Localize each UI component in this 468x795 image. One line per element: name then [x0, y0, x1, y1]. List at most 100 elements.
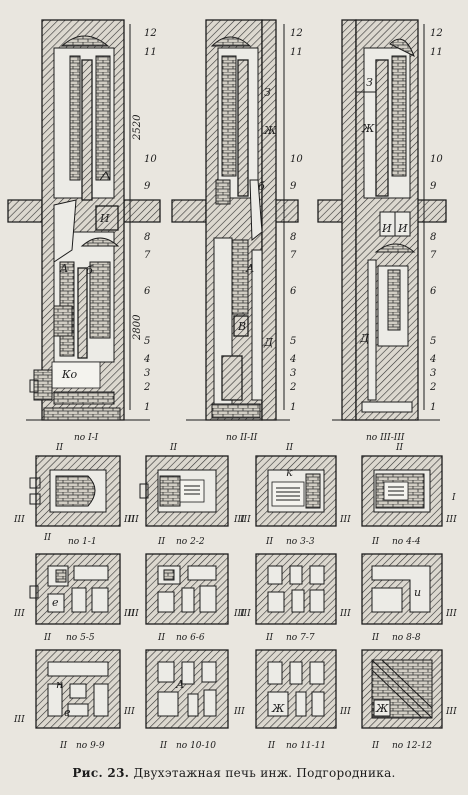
- svg-text:II: II: [157, 633, 166, 643]
- svg-text:по 6-6: по 6-6: [176, 633, 205, 643]
- svg-text:Д: Д: [263, 336, 274, 349]
- svg-text:8: 8: [144, 232, 150, 243]
- svg-text:III: III: [233, 515, 245, 525]
- svg-text:5: 5: [430, 336, 436, 347]
- svg-text:III: III: [13, 715, 25, 725]
- svg-text:III: III: [127, 609, 139, 619]
- plan-3-3: II к III III II по 3-3: [239, 443, 351, 547]
- svg-text:З: З: [264, 86, 271, 99]
- svg-text:по 4-4: по 4-4: [392, 537, 421, 547]
- svg-text:6: 6: [144, 286, 151, 297]
- figure-number: Рис. 23.: [72, 766, 130, 780]
- elevation-scale: 12 11 10 9 8 7 6 5 4 3 2 1: [289, 28, 303, 413]
- svg-text:б: б: [258, 180, 265, 193]
- elevation-scale: 12 11 10 9 8 7 6 5 4 3 2 1: [429, 28, 443, 413]
- svg-text:III: III: [233, 707, 245, 717]
- svg-text:1: 1: [430, 402, 436, 413]
- svg-text:по 1-1: по 1-1: [68, 537, 97, 547]
- plan-2-2: II III III II по 2-2: [127, 443, 245, 547]
- plan-8-8: и III II по 8-8: [361, 553, 457, 643]
- svg-text:II: II: [267, 741, 276, 751]
- svg-text:е: е: [52, 596, 59, 609]
- label-a: А: [59, 262, 68, 275]
- svg-text:И: И: [397, 222, 408, 235]
- figure-title: Двухэтажная печь инж. Подгородника.: [133, 766, 396, 780]
- svg-text:II: II: [371, 741, 380, 751]
- plan-6-6: III III II по 6-6: [127, 553, 245, 643]
- svg-text:4: 4: [429, 354, 436, 365]
- svg-text:III: III: [445, 707, 457, 717]
- svg-text:и: и: [414, 586, 421, 599]
- svg-text:по 7-7: по 7-7: [286, 633, 315, 643]
- svg-text:по 12-12: по 12-12: [392, 741, 432, 751]
- svg-text:по 3-3: по 3-3: [286, 537, 315, 547]
- svg-text:III: III: [339, 707, 351, 717]
- svg-text:12: 12: [144, 28, 157, 39]
- svg-text:II: II: [169, 443, 178, 453]
- svg-text:В: В: [237, 320, 246, 333]
- svg-text:4: 4: [289, 354, 296, 365]
- svg-text:2: 2: [429, 382, 436, 393]
- svg-text:11: 11: [430, 47, 443, 58]
- svg-text:3: 3: [290, 368, 296, 379]
- elevation-2-2: З Ж б А В Д 12 11 10 9 8 7 6 5 4 3 2 1 п…: [171, 19, 303, 443]
- svg-text:II: II: [43, 633, 52, 643]
- svg-text:Ж: Ж: [375, 702, 389, 715]
- svg-text:8: 8: [430, 232, 436, 243]
- svg-text:II: II: [59, 741, 68, 751]
- svg-text:9: 9: [144, 181, 151, 192]
- label-i: И: [99, 212, 110, 225]
- svg-text:9: 9: [290, 181, 297, 192]
- svg-text:Ж: Ж: [271, 702, 285, 715]
- svg-text:А: А: [245, 262, 254, 275]
- svg-text:9: 9: [430, 181, 437, 192]
- svg-text:8: 8: [290, 232, 296, 243]
- svg-text:III: III: [239, 515, 251, 525]
- svg-text:И: И: [381, 222, 392, 235]
- svg-text:по 10-10: по 10-10: [176, 741, 216, 751]
- svg-text:6: 6: [290, 286, 297, 297]
- svg-text:1: 1: [144, 402, 150, 413]
- svg-text:по 9-9: по 9-9: [76, 741, 105, 751]
- plan-11-11: Ж III II по 11-11: [255, 649, 351, 751]
- figure-caption: Рис. 23. Двухэтажная печь инж. Подгородн…: [0, 766, 468, 780]
- svg-text:II: II: [43, 533, 52, 543]
- svg-text:II: II: [265, 633, 274, 643]
- svg-text:Ж: Ж: [263, 124, 277, 137]
- svg-text:е: е: [64, 706, 71, 719]
- svg-text:III: III: [123, 515, 135, 525]
- svg-text:III: III: [13, 515, 25, 525]
- svg-text:III: III: [233, 609, 245, 619]
- plan-1-1: II III III II по 1-1: [13, 443, 135, 547]
- dimension-upper: 2520: [132, 114, 143, 141]
- svg-text:Ж: Ж: [361, 122, 375, 135]
- svg-text:12: 12: [430, 28, 443, 39]
- plan-4-4: II I III II по 4-4: [361, 443, 457, 547]
- svg-text:по 5-5: по 5-5: [66, 633, 95, 643]
- svg-text:12: 12: [290, 28, 303, 39]
- svg-text:по 11-11: по 11-11: [286, 741, 326, 751]
- caption-elevation-2: по II-II: [226, 433, 258, 443]
- svg-text:7: 7: [144, 250, 151, 261]
- label-ko: Ко: [61, 368, 78, 381]
- svg-text:III: III: [13, 609, 25, 619]
- floor-slab: [123, 199, 161, 223]
- svg-text:5: 5: [144, 336, 150, 347]
- plan-5-5: е III III II по 5-5: [13, 553, 135, 643]
- dimension-lower: 2800: [132, 314, 143, 341]
- caption-elevation-3: по III-III: [366, 433, 405, 443]
- svg-text:к: к: [286, 466, 293, 479]
- svg-text:З: З: [366, 76, 373, 89]
- plan-10-10: А III II по 10-10: [145, 649, 245, 751]
- floor-slab: [7, 199, 43, 223]
- svg-text:11: 11: [144, 47, 157, 58]
- elevation-scale: 12 11 10 9 8 7 6 5 4 3 2 1: [143, 28, 157, 413]
- label-b: б: [86, 264, 93, 277]
- svg-text:10: 10: [144, 154, 157, 165]
- svg-text:II: II: [55, 443, 64, 453]
- svg-text:по 8-8: по 8-8: [392, 633, 421, 643]
- svg-text:А: А: [175, 678, 184, 691]
- svg-text:II: II: [371, 537, 380, 547]
- svg-text:11: 11: [290, 47, 303, 58]
